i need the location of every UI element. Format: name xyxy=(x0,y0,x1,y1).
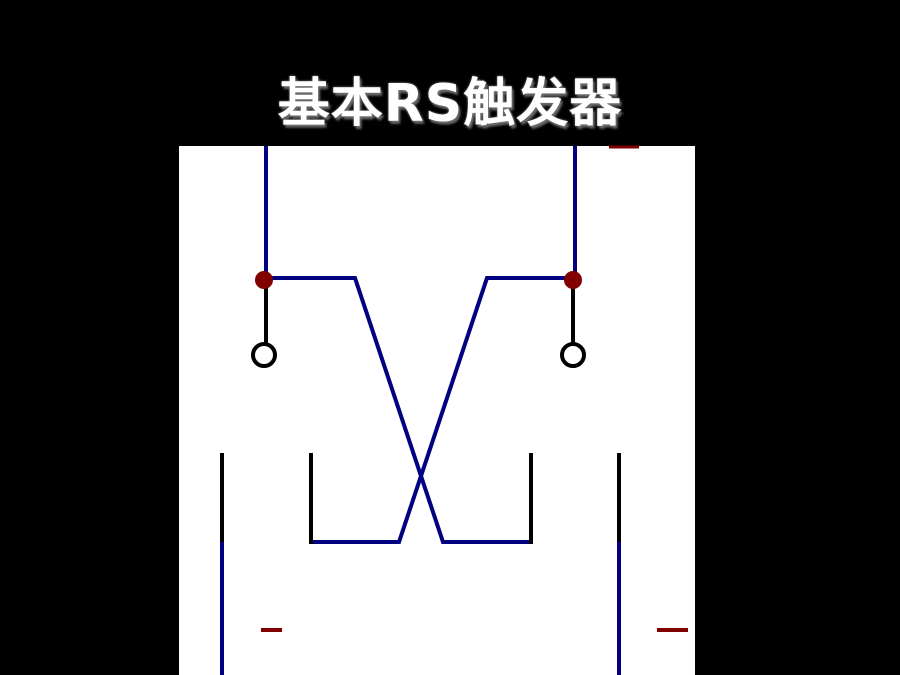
cross-wire-left-to-right xyxy=(266,276,531,544)
cross-wire-right-to-left xyxy=(311,276,575,544)
slide-title: 基本RS触发器 xyxy=(277,74,623,134)
right-junction-dot xyxy=(564,271,582,289)
left-junction-dot xyxy=(255,271,273,289)
right-inversion-bubble xyxy=(560,342,586,368)
left-inversion-bubble xyxy=(251,342,277,368)
